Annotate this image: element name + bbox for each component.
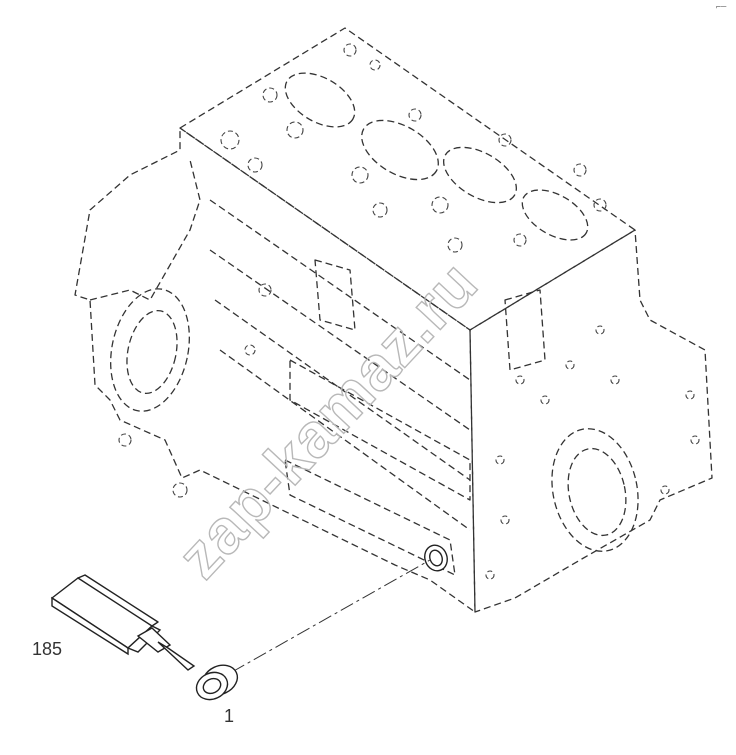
plug-seal [195, 664, 239, 701]
sealant-tube [50, 574, 196, 671]
front-face-holes [485, 325, 700, 580]
deck-holes [220, 43, 607, 253]
watermark-text: zap-kamaz.ru [165, 248, 492, 591]
corner-mark: ⌐─ [716, 2, 727, 11]
callout-185: 185 [32, 639, 62, 659]
assembly-leader-line [231, 559, 431, 673]
callout-1: 1 [224, 706, 234, 726]
engine-block [74, 27, 713, 613]
plug-bore [424, 544, 448, 572]
